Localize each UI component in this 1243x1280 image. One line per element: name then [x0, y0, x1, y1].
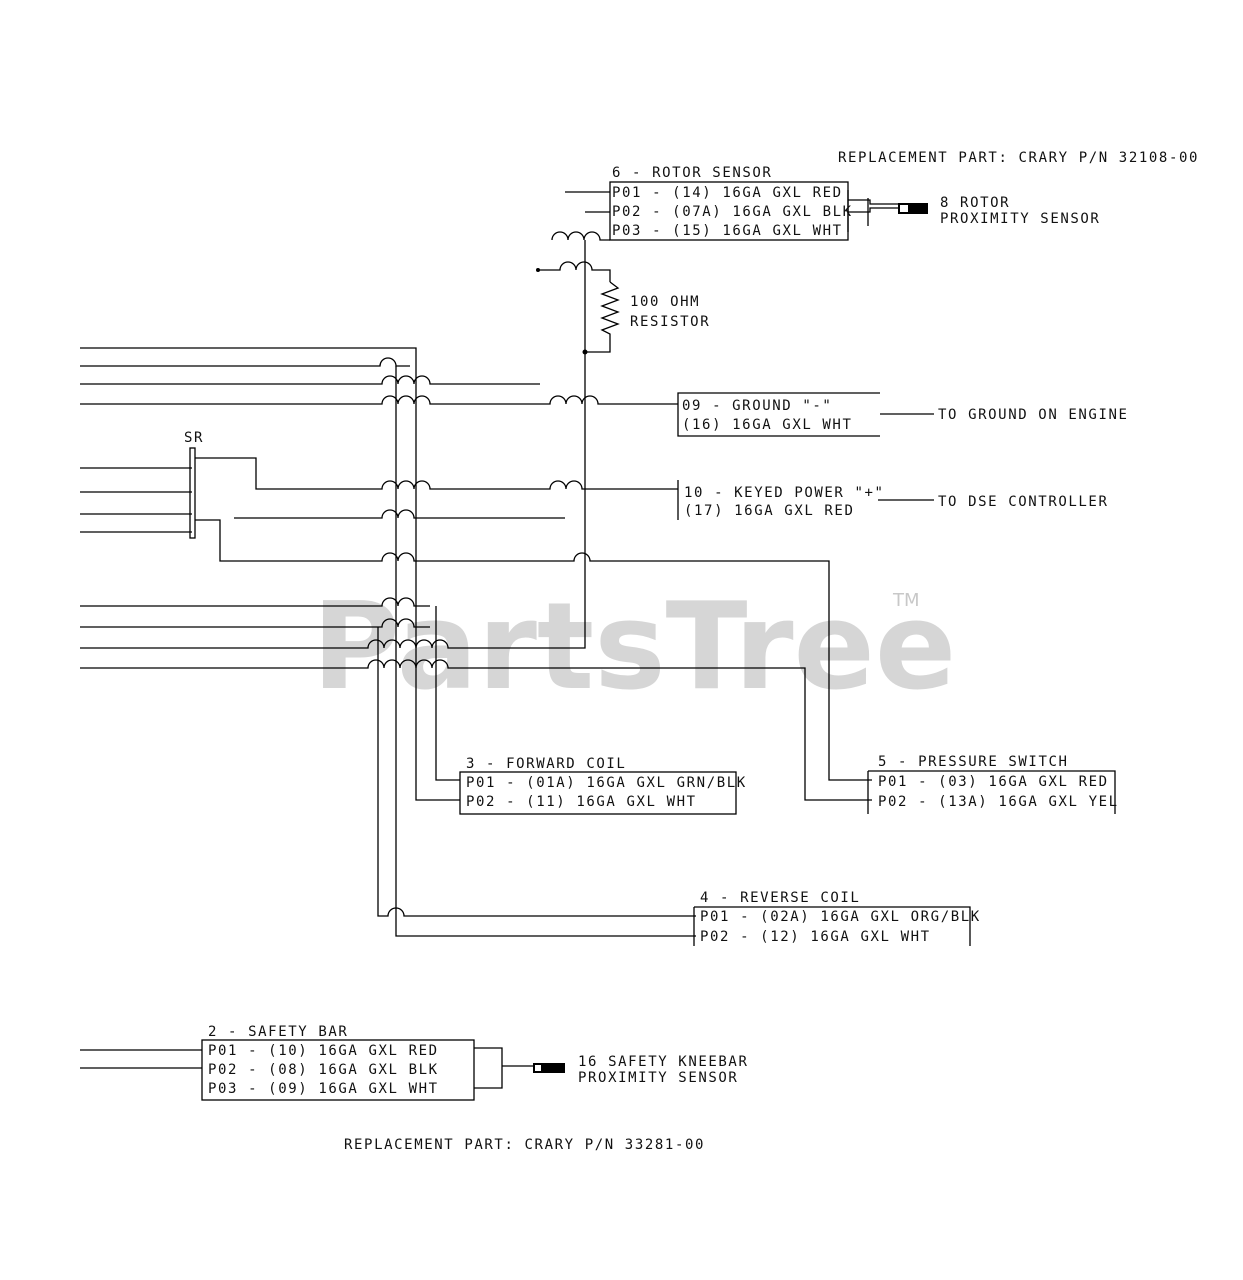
keyed-power-destination: TO DSE CONTROLLER: [938, 494, 1109, 510]
forward-coil-row-1: P01 - (01A) 16GA GXL GRN/BLK: [466, 775, 747, 791]
rotor-sensor-row-2: P02 - (07A) 16GA GXL BLK: [612, 204, 853, 220]
safety-bar-title: 2 - SAFETY BAR: [208, 1024, 348, 1040]
keyed-power-row-2: (17) 16GA GXL RED: [684, 503, 855, 519]
forward-coil-row-2: P02 - (11) 16GA GXL WHT: [466, 794, 697, 810]
resistor-label-2: RESISTOR: [630, 314, 710, 330]
rotor-proximity-sensor: 8 ROTOR PROXIMITY SENSOR: [848, 195, 1100, 227]
ground-destination: TO GROUND ON ENGINE: [938, 407, 1129, 423]
pressure-switch-row-2: P02 - (13A) 16GA GXL YEL: [878, 794, 1119, 810]
pressure-switch-connector: 5 - PRESSURE SWITCH P01 - (03) 16GA GXL …: [867, 754, 1119, 814]
reverse-coil-row-2: P02 - (12) 16GA GXL WHT: [700, 929, 931, 945]
reverse-coil-title: 4 - REVERSE COIL: [700, 890, 860, 906]
safety-kneebar-sensor: 16 SAFETY KNEEBAR PROXIMITY SENSOR: [474, 1047, 749, 1089]
keyed-power-row-1: 10 - KEYED POWER "+": [684, 485, 885, 501]
ground-row-2: (16) 16GA GXL WHT: [682, 417, 853, 433]
safety-bar-row-1: P01 - (10) 16GA GXL RED: [208, 1043, 439, 1059]
ground-row-1: 09 - GROUND "-": [682, 398, 832, 414]
watermark-text: PartsTree: [312, 578, 956, 717]
reverse-coil-connector: 4 - REVERSE COIL P01 - (02A) 16GA GXL OR…: [693, 890, 981, 946]
rotor-sensor-row-3: P03 - (15) 16GA GXL WHT: [612, 223, 843, 239]
pressure-switch-title: 5 - PRESSURE SWITCH: [878, 754, 1069, 770]
kneebar-sensor-label-1: 16 SAFETY KNEEBAR: [578, 1054, 749, 1070]
pressure-switch-row-1: P01 - (03) 16GA GXL RED: [878, 774, 1109, 790]
forward-coil-title: 3 - FORWARD COIL: [466, 756, 626, 772]
sr-label: SR: [184, 430, 204, 446]
rotor-sensor-row-1: P01 - (14) 16GA GXL RED: [612, 185, 843, 201]
resistor: 100 OHM RESISTOR: [536, 261, 710, 353]
forward-coil-connector: 3 - FORWARD COIL P01 - (01A) 16GA GXL GR…: [459, 756, 747, 815]
rotor-proximity-label-1: 8 ROTOR: [940, 195, 1010, 211]
safety-bar-row-3: P03 - (09) 16GA GXL WHT: [208, 1081, 439, 1097]
rotor-sensor-connector: 6 - ROTOR SENSOR P01 - (14) 16GA GXL RED…: [609, 165, 853, 241]
replacement-part-bottom: REPLACEMENT PART: CRARY P/N 33281-00: [344, 1137, 705, 1153]
harness-wires: [80, 240, 872, 937]
reverse-coil-row-1: P01 - (02A) 16GA GXL ORG/BLK: [700, 909, 981, 925]
keyed-power-connector: 10 - KEYED POWER "+" (17) 16GA GXL RED T…: [677, 480, 1109, 520]
kneebar-sensor-label-2: PROXIMITY SENSOR: [578, 1070, 738, 1086]
safety-bar-connector: 2 - SAFETY BAR P01 - (10) 16GA GXL RED P…: [80, 1024, 475, 1101]
ground-connector: 09 - GROUND "-" (16) 16GA GXL WHT TO GRO…: [677, 392, 1129, 437]
safety-bar-row-2: P02 - (08) 16GA GXL BLK: [208, 1062, 439, 1078]
watermark-trademark: TM: [892, 590, 920, 611]
rotor-proximity-label-2: PROXIMITY SENSOR: [940, 211, 1100, 227]
rotor-sensor-title: 6 - ROTOR SENSOR: [612, 165, 772, 181]
resistor-label-1: 100 OHM: [630, 294, 700, 310]
replacement-part-top: REPLACEMENT PART: CRARY P/N 32108-00: [838, 150, 1199, 166]
